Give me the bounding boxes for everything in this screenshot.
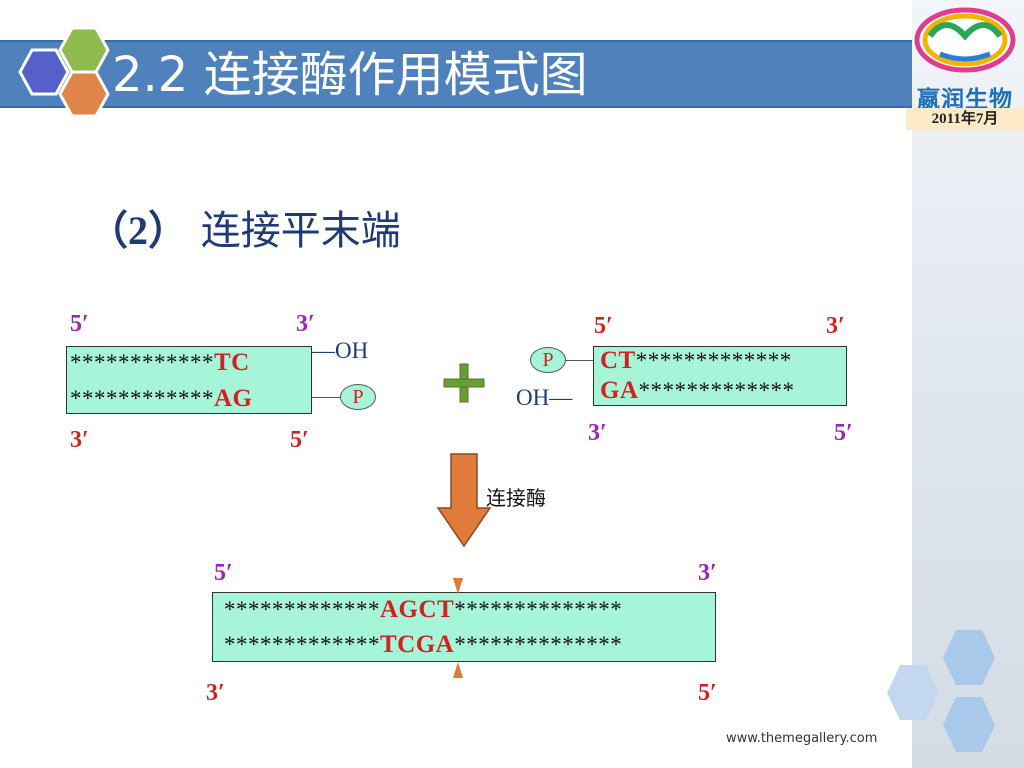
left-phosphate-connector: [312, 397, 340, 398]
subtitle-text: 连接平末端: [188, 208, 401, 254]
product-bottom-3-prime: 3′: [206, 680, 225, 706]
left-top-strand-end: TC: [214, 349, 250, 376]
product-bottom-right: **************: [454, 632, 623, 657]
left-fragment-top-3-prime: 3′: [296, 311, 315, 337]
left-fragment-bottom-5-prime: 5′: [290, 427, 309, 453]
company-logo-icon: [914, 7, 1016, 73]
hexagon-logo-decoration: [18, 26, 110, 118]
section-subtitle: （2） 连接平末端: [88, 198, 401, 256]
left-fragment-box: [66, 346, 312, 414]
left-phosphate-circle: P: [340, 384, 376, 410]
title-bar: [0, 40, 912, 108]
left-fragment-top-5-prime: 5′: [70, 311, 89, 337]
left-bottom-strand-body: ************: [70, 386, 214, 411]
product-top-right: **************: [454, 597, 623, 622]
product-bottom-strand: *************TCGA**************: [224, 632, 622, 658]
product-top-3-prime: 3′: [698, 560, 717, 586]
hexagon-decoration-bottom-right: [887, 630, 995, 752]
right-phosphate-connector: [566, 360, 593, 361]
junction-marker-icon: [453, 578, 463, 678]
right-fragment-bottom-5-prime: 5′: [834, 420, 853, 446]
down-arrow-icon: [436, 453, 492, 548]
right-top-strand-body: *************: [635, 348, 792, 373]
left-bottom-strand-end: AG: [214, 385, 253, 412]
product-bottom-5-prime: 5′: [698, 680, 717, 706]
product-top-junction: AGCT: [380, 596, 455, 623]
left-top-strand-body: ************: [70, 350, 214, 375]
right-fragment-top-5-prime: 5′: [594, 313, 613, 339]
footer-url: www.themegallery.com: [726, 731, 878, 746]
product-top-5-prime: 5′: [214, 560, 233, 586]
subtitle-number: （2）: [88, 208, 188, 253]
right-bottom-strand-end: GA: [600, 377, 639, 404]
product-top-left: *************: [224, 597, 380, 622]
right-fragment-bottom-3-prime: 3′: [588, 420, 607, 446]
right-phosphate-circle: P: [530, 347, 566, 373]
right-bottom-strand-body: *************: [638, 378, 795, 403]
right-top-strand-end: CT: [600, 347, 636, 374]
right-top-strand: CT*************: [600, 348, 792, 374]
left-top-strand: ************TC: [70, 350, 250, 376]
left-fragment-bottom-3-prime: 3′: [70, 427, 89, 453]
product-box: [212, 592, 716, 662]
left-hydroxyl-label: —OH: [312, 338, 369, 363]
right-fragment-box: [593, 346, 847, 406]
right-fragment-top-3-prime: 3′: [826, 313, 845, 339]
product-top-strand: *************AGCT**************: [224, 597, 622, 623]
ligase-label: 连接酶: [486, 486, 546, 510]
right-bottom-strand: GA*************: [600, 378, 795, 404]
page-title: 2.2 连接酶作用模式图: [112, 47, 588, 103]
left-bottom-strand: ************AG: [70, 386, 253, 412]
logo-date: 2011年7月: [906, 108, 1024, 130]
plus-sign-icon: [443, 363, 485, 403]
product-bottom-junction: TCGA: [380, 631, 455, 658]
product-bottom-left: *************: [224, 632, 380, 657]
right-hydroxyl-label: OH—: [516, 385, 573, 410]
